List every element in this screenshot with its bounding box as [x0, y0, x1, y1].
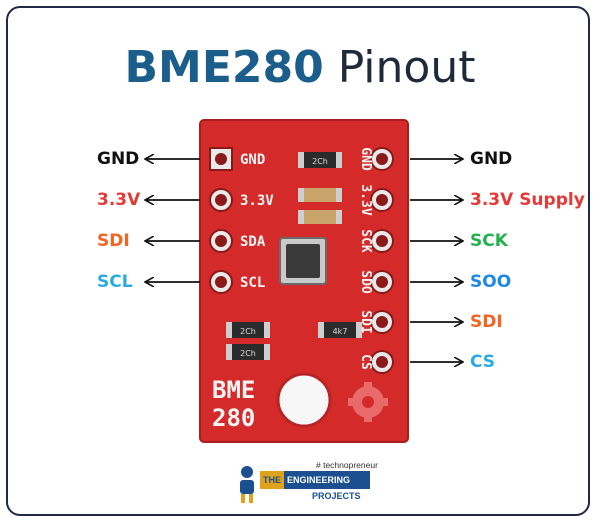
title-accent: BME280 [124, 42, 324, 93]
pin-hole [215, 194, 227, 206]
pin-hole [215, 235, 227, 247]
left-pin-headers [209, 147, 233, 294]
right-arrows [410, 159, 463, 362]
smd-label: 2Ch [312, 157, 328, 166]
mounting-hole [276, 372, 332, 428]
board-brand-line2: 280 [212, 404, 255, 432]
board-brand-line1: BME [212, 376, 255, 404]
right-label-gnd: GND [470, 149, 513, 169]
silk-left-3v3: 3.3V [240, 193, 274, 209]
branding-sub: PROJECTS [312, 491, 361, 501]
branding-name: ENGINEERING [287, 475, 351, 485]
left-label-scl: SCL [97, 272, 133, 292]
left-label-gnd: GND [97, 149, 140, 169]
silk-right-gnd: GND [358, 147, 373, 171]
right-label-soo: SOO [470, 272, 512, 292]
left-label-sdi: SDI [97, 231, 130, 251]
open-hardware-gear-icon [348, 382, 388, 422]
left-arrows [145, 159, 200, 282]
svg-text:2Ch: 2Ch [240, 349, 256, 358]
title-rest: Pinout [337, 42, 476, 93]
sensor-chip-core [286, 244, 320, 278]
right-label-3v3-supply: 3.3V Supply [470, 190, 585, 210]
silk-right-sck: SCK [358, 229, 373, 253]
svg-text:4k7: 4k7 [333, 327, 348, 336]
smd-components: 2Ch 4k7 2Ch 2Ch [226, 152, 362, 360]
silk-right-cs: CS [358, 354, 373, 370]
silk-right-sdo: SDO [358, 270, 373, 294]
right-label-sck: SCK [470, 231, 508, 251]
svg-text:2Ch: 2Ch [240, 327, 256, 336]
silk-left-scl: SCL [240, 275, 265, 291]
engineer-figure-icon [240, 466, 254, 503]
pcb-outline [199, 119, 409, 443]
pin-hole [215, 276, 227, 288]
silk-left-sda: SDA [240, 234, 266, 250]
page-title: BME280 Pinout [0, 42, 600, 94]
right-pin-headers [370, 147, 394, 374]
right-label-cs: CS [470, 352, 496, 372]
pin-hole [215, 153, 227, 165]
silk-left-gnd: GND [240, 152, 265, 168]
branding-tagline: # technopreneur [316, 460, 378, 470]
silk-right-3v3: 3.3V [358, 184, 373, 215]
left-label-3v3: 3.3V [97, 190, 141, 210]
branding-the: THE [260, 471, 284, 489]
right-label-sdi: SDI [470, 312, 503, 332]
